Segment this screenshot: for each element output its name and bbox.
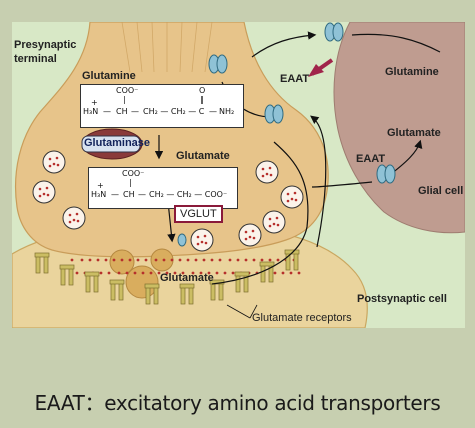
formula-plus: +: [97, 181, 104, 190]
formula-coo: COO⁻: [116, 86, 139, 95]
receptor-pointer-lines: [226, 304, 258, 319]
vesicle-icon: [280, 185, 304, 209]
transporter-icon: [208, 54, 228, 74]
glutamine-formula-box: COO⁻ | + H₃N — CH — CH₂ — CH₂ — C O ‖ — …: [80, 84, 244, 128]
transporter-icon: [376, 164, 396, 184]
vesicle-icon: [238, 223, 262, 247]
transporter-icon: [324, 22, 344, 42]
glutamine-label: Glutamine: [82, 70, 136, 82]
receptor-icon: [234, 271, 250, 293]
receptor-icon: [34, 252, 50, 274]
formula-dash: —: [131, 107, 139, 116]
glutaminase-label: Glutaminase: [84, 137, 151, 149]
vglut-label: VGLUT: [174, 205, 223, 223]
glial-cell-shape: [333, 21, 466, 234]
formula-chain: CH₂ — CH₂ — C: [143, 107, 205, 116]
glial-cell-label: Glial cell: [418, 185, 464, 197]
red-arrow-icon: [308, 58, 334, 77]
formula-dash: —: [138, 190, 146, 199]
synaptic-vesicles: [32, 150, 304, 252]
mitochondrion-icon: [81, 128, 143, 160]
glutamine-right-label: Glutamine: [385, 66, 439, 78]
transporter-group: [177, 22, 396, 247]
formula-plus: +: [91, 98, 98, 107]
receptors-label: Glutamate receptors: [252, 312, 352, 324]
transporter-icon: [264, 104, 284, 124]
caption-text: EAAT：excitatory amino acid transporters: [34, 391, 441, 415]
eaat-right-label: EAAT: [356, 153, 386, 165]
receptor-icon: [109, 279, 125, 301]
formula-oxygen: O: [199, 86, 206, 95]
eaat-top-label: EAAT: [280, 73, 310, 85]
vesicle-icon: [42, 150, 66, 174]
glutamate-label: Glutamate: [176, 150, 230, 162]
receptor-icon: [84, 271, 100, 293]
formula-bond: |: [129, 178, 132, 187]
formula-coo: COO⁻: [122, 169, 145, 178]
receptor-icon: [144, 283, 160, 305]
synapse-diagram: COO⁻ | + H₃N — CH — CH₂ — CH₂ — C O ‖ — …: [11, 21, 466, 329]
vesicle-icon: [262, 210, 286, 234]
receptor-icon: [179, 283, 195, 305]
formula-ch: CH: [116, 107, 128, 116]
formula-ch: CH: [123, 190, 135, 199]
formula-dash: —: [209, 107, 217, 116]
transporter-icon: [177, 233, 187, 247]
receptor-icon: [284, 249, 300, 271]
formula-h3n: H₃N: [91, 190, 107, 199]
formula-dash: —: [111, 190, 119, 199]
receptor-icon: [59, 264, 75, 286]
receptor-icon: [259, 261, 275, 283]
diagram-drawing: [11, 21, 466, 329]
formula-h3n: H₃N: [83, 107, 99, 116]
vesicle-icon: [62, 206, 86, 230]
formula-nh2: NH₂: [219, 107, 235, 116]
vesicle-icon: [32, 180, 56, 204]
glutamate-cleft-label: Glutamate: [160, 272, 214, 284]
glutamate-formula-box: COO⁻ | + H₃N — CH — CH₂ — CH₂ — COO⁻: [88, 167, 238, 209]
cytoskeleton-lines: [121, 21, 213, 73]
presynaptic-label: Presynaptic terminal: [14, 39, 77, 65]
glutamate-receptor-row: [34, 249, 300, 305]
glutamate-right-label: Glutamate: [387, 127, 441, 139]
vesicle-icon: [255, 160, 279, 184]
postsynaptic-label: Postsynaptic cell: [357, 293, 447, 305]
formula-dash: —: [103, 107, 111, 116]
formula-bond: |: [123, 95, 126, 104]
formula-double-bond: ‖: [200, 95, 204, 104]
vesicle-icon: [190, 228, 214, 252]
formula-chain: CH₂ — CH₂ — COO⁻: [149, 190, 228, 199]
